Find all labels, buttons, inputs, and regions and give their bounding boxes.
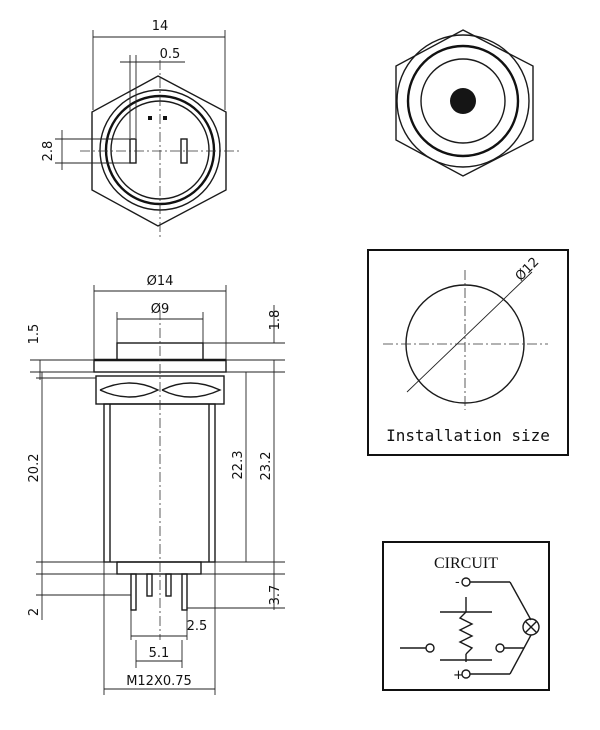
dim-height-label: 2.8 <box>41 141 56 162</box>
side-view: Ø14 Ø9 1.5 20.2 2 1.8 22.3 23.2 3.7 <box>27 274 285 695</box>
installation-caption: Installation size <box>386 426 550 445</box>
front-button-ring <box>420 58 506 144</box>
dim-mid-label: 22.3 <box>231 451 246 480</box>
nut-face-right <box>161 382 222 398</box>
install-dia-label: Ø12 <box>513 255 543 285</box>
thread-label: M12X0.75 <box>126 674 192 689</box>
installation-panel: Ø12 Installation size <box>367 249 569 456</box>
wire-top-to-lamp <box>509 581 532 621</box>
terminal-slot-right <box>180 138 188 164</box>
dim-width-label: 14 <box>152 19 169 34</box>
plus-label: + <box>453 668 464 683</box>
switch-spring <box>458 611 474 655</box>
minus-label: - <box>455 575 460 590</box>
dim-pin-spacing-label: 5.1 <box>149 646 170 661</box>
dim-pin-offset-label: 2.5 <box>187 619 208 634</box>
terminal-pin-4 <box>181 573 188 611</box>
nut-face-left <box>99 382 160 398</box>
terminal-minus <box>461 577 471 587</box>
front-view <box>395 29 534 177</box>
installation-frame <box>367 249 569 456</box>
dim-top-label: 1.5 <box>27 324 42 345</box>
dim-pin-label: 2 <box>27 608 42 616</box>
led-pin-square-left <box>148 116 152 120</box>
dim-outer-dia-label: Ø14 <box>147 274 174 289</box>
dim-total-label: 23.2 <box>259 452 274 481</box>
terminal-left <box>425 643 435 653</box>
dim-body-label: 20.2 <box>27 454 42 483</box>
switch-base <box>116 561 202 575</box>
dim-head-label: 1.8 <box>268 310 283 331</box>
dim-terminal-label: 3.7 <box>268 585 283 606</box>
indicator-lamp-dot <box>450 88 476 114</box>
dim-button-dia-label: Ø9 <box>151 302 170 317</box>
terminal-pin-3 <box>165 573 172 597</box>
wire-lamp-to-bottom <box>509 634 532 675</box>
terminal-pin-2 <box>146 573 153 597</box>
front-hex-outline <box>395 29 534 177</box>
lamp-cross-2 <box>524 620 538 634</box>
hex-nut-outline <box>91 75 227 227</box>
terminal-right <box>495 643 505 653</box>
dim-gap-label: 0.5 <box>160 47 181 62</box>
circuit-frame <box>382 541 550 691</box>
front-outer-ring <box>396 34 530 168</box>
dia-leader-line <box>406 271 533 393</box>
front-bezel-ring <box>406 44 520 158</box>
top-view: 14 0.5 2.8 <box>41 19 240 240</box>
circuit-panel: CIRCUIT - + <box>382 541 550 691</box>
terminal-pin-1 <box>130 573 137 611</box>
circuit-title: CIRCUIT <box>434 555 498 572</box>
switch-body <box>103 403 216 563</box>
led-pin-square-right <box>163 116 167 120</box>
